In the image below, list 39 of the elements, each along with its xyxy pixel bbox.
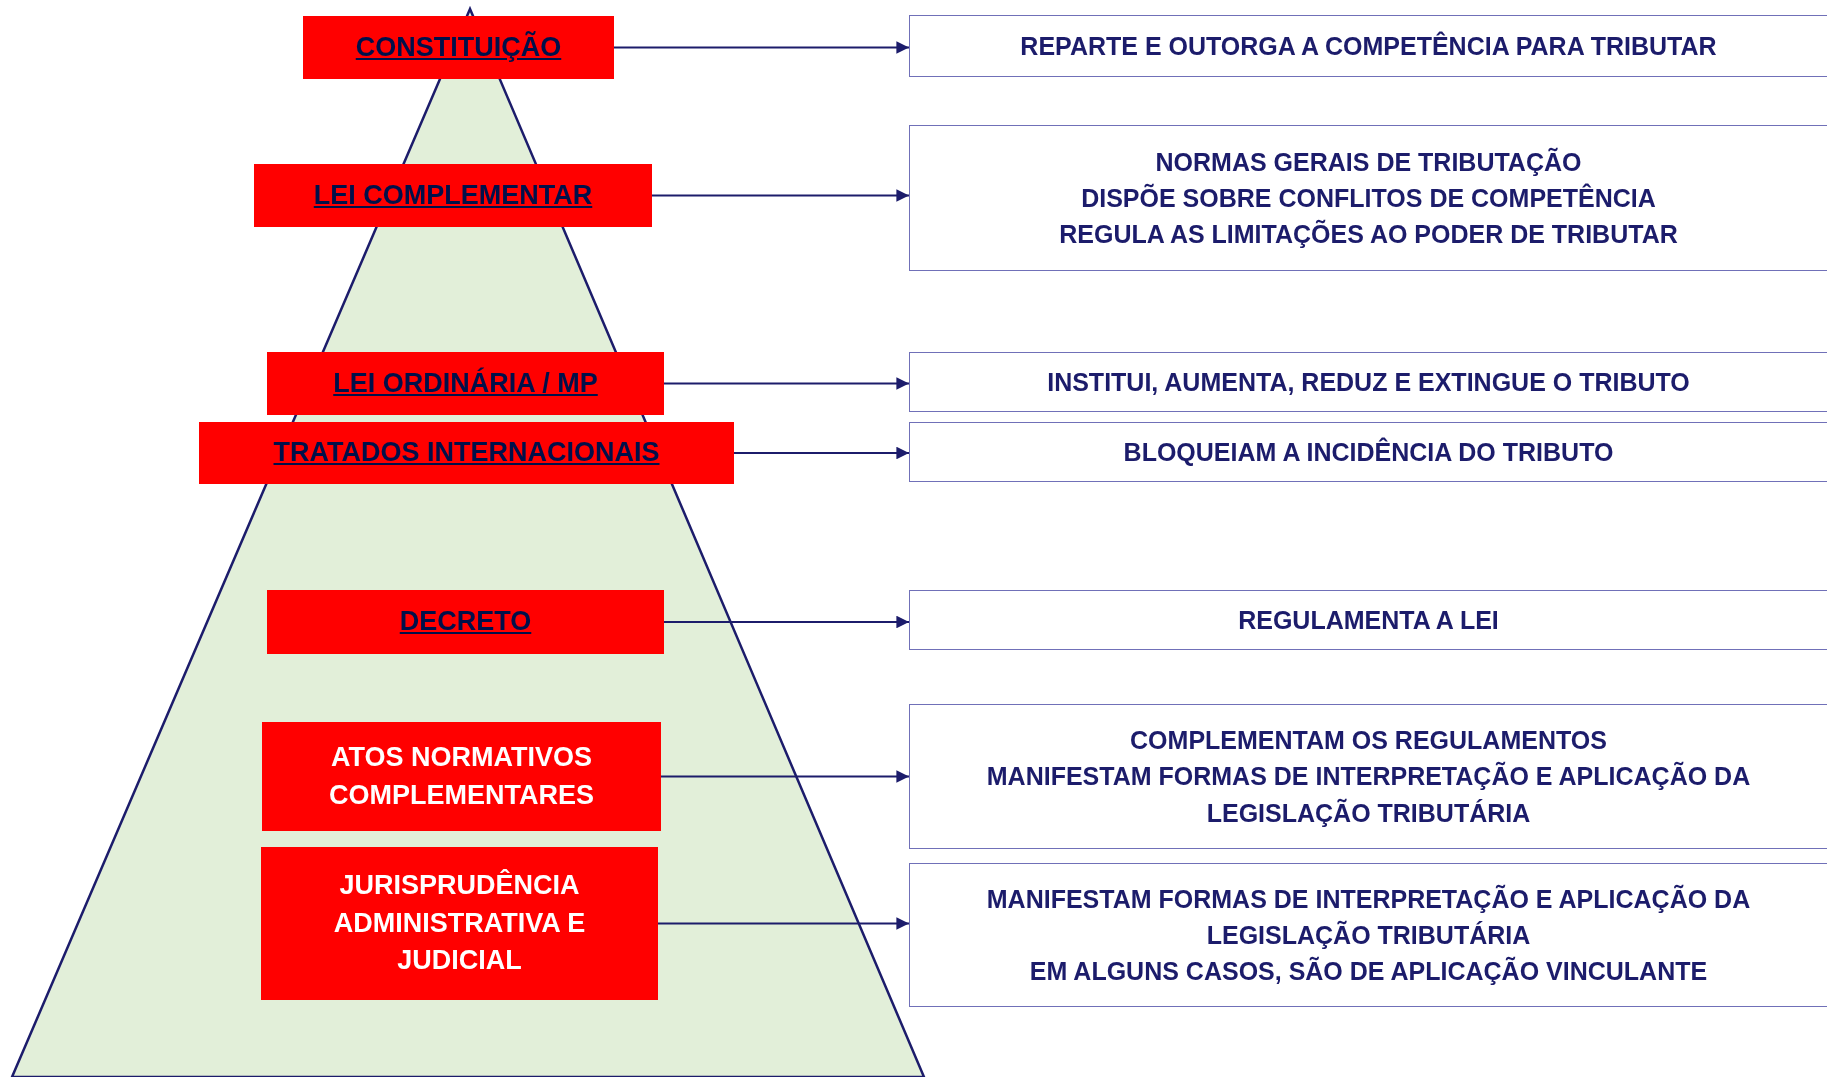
arrow [660, 770, 910, 783]
description-box [909, 125, 1827, 271]
description-text: MANIFESTAM FORMAS DE INTERPRETAÇÃO E APLICAÇÃO DA LEGISLAÇÃO TRIBUTÁRIA [985, 883, 1752, 951]
hierarchy-box [254, 164, 652, 227]
description-box [909, 422, 1827, 482]
arrow [733, 446, 910, 460]
description-box [909, 590, 1827, 650]
hierarchy-box [267, 352, 664, 415]
hierarchy-box [199, 422, 734, 484]
box-title: JURISPRUDÊNCIA ADMINISTRATIVA E JUDICIAL [332, 868, 587, 978]
description-text: BLOQUEIAM A INCIDÊNCIA DO TRIBUTO [1123, 436, 1614, 468]
link: LEI COMPLEMENTAR [313, 178, 593, 212]
arrow [651, 189, 910, 202]
link: TRATADOS INTERNACIONAIS [273, 436, 660, 470]
description-box [909, 863, 1827, 1007]
description-box [909, 704, 1827, 849]
description-text: COMPLEMENTAM OS REGULAMENTOS [1130, 725, 1607, 757]
arrow [663, 615, 910, 629]
description-text: REPARTE E OUTORGA A COMPETÊNCIA PARA TRIBUTAR [1020, 30, 1717, 62]
arrow [657, 917, 910, 930]
description-box [909, 15, 1827, 77]
hierarchy-box [262, 722, 661, 831]
hierarchy-box [261, 847, 658, 1000]
description-text: NORMAS GERAIS DE TRIBUTAÇÃO [1155, 146, 1582, 178]
description-text: EM ALGUNS CASOS, SÃO DE APLICAÇÃO VINCULANTE [1029, 955, 1708, 988]
box-title: ATOS NORMATIVOS COMPLEMENTARES [328, 740, 595, 812]
description-box [909, 352, 1827, 412]
link: LEI ORDINÁRIA / MP [333, 366, 598, 400]
hierarchy-box [267, 590, 664, 654]
description-text: MANIFESTAM FORMAS DE INTERPRETAÇÃO E APLICAÇÃO DA LEGISLAÇÃO TRIBUTÁRIA [985, 760, 1752, 829]
arrow [613, 41, 910, 54]
arrow [663, 377, 910, 390]
hierarchy-box [303, 16, 614, 79]
description-text: REGULA AS LIMITAÇÕES AO PODER DE TRIBUTAR [1059, 218, 1678, 251]
link: CONSTITUIÇÃO [355, 30, 562, 64]
description-text: REGULAMENTA A LEI [1238, 604, 1499, 636]
description-text: DISPÕE SOBRE CONFLITOS DE COMPETÊNCIA [1081, 182, 1656, 214]
link: DECRETO [399, 605, 532, 639]
description-text: INSTITUI, AUMENTA, REDUZ E EXTINGUE O TRIBUTO [1047, 366, 1690, 398]
